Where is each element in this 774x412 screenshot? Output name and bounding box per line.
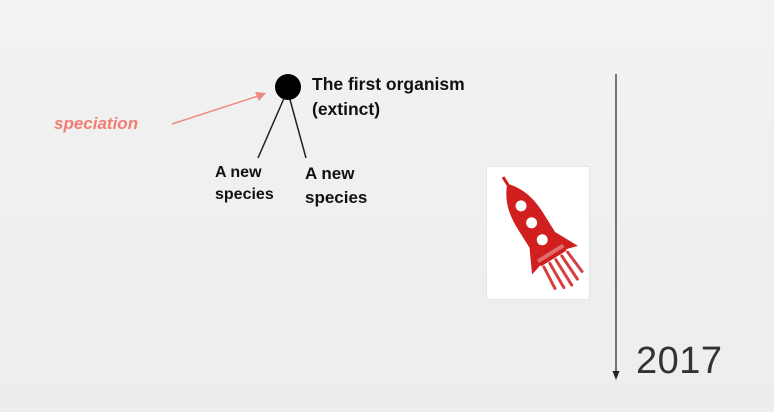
- species-label-left: A new species: [215, 162, 274, 206]
- species-label-right: A new species: [305, 162, 367, 210]
- root-label-line-2: (extinct): [312, 99, 381, 119]
- species-left-line-1: A new: [215, 164, 262, 181]
- timeline-arrow: [612, 74, 620, 380]
- speciation-arrow: [171, 92, 266, 125]
- species-right-line-2: species: [305, 188, 368, 207]
- root-label-line-1: The first organism: [312, 74, 465, 94]
- rocket-icon: [501, 176, 584, 290]
- root-organism-label: The first organism (extinct): [312, 72, 465, 122]
- year-label: 2017: [636, 340, 723, 382]
- speciation-label: speciation: [54, 114, 139, 133]
- root-node: [275, 74, 301, 100]
- branch-left: [257, 95, 286, 159]
- species-left-line-2: species: [215, 186, 274, 203]
- species-right-line-1: A new: [305, 164, 355, 183]
- branch-right: [288, 95, 307, 159]
- rocket-image: [486, 166, 590, 300]
